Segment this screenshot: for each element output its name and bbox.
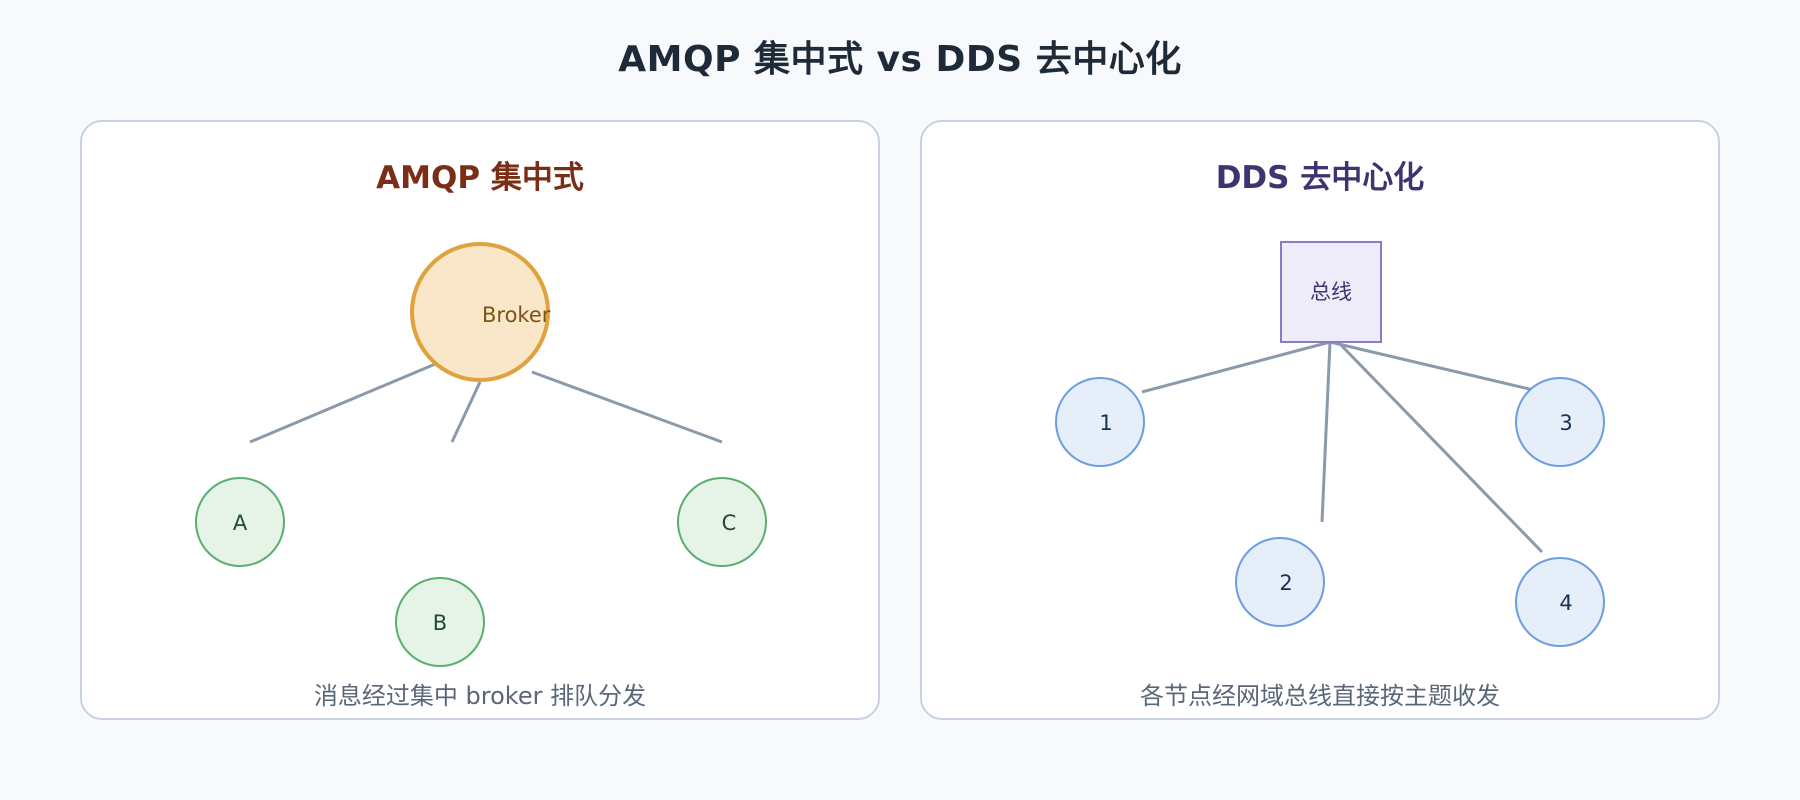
- edge-bus-1: [1141, 340, 1331, 394]
- amqp-caption: 消息经过集中 broker 排队分发: [313, 682, 647, 710]
- participant-1-circle: [1055, 377, 1145, 467]
- bus-label: 总线: [1310, 280, 1352, 304]
- dds-caption: 各节点经网域总线直接按主题收发: [1140, 682, 1500, 710]
- amqp-panel-title: AMQP 集中式: [376, 160, 584, 196]
- participant-2-label: 2: [1279, 571, 1292, 595]
- dds-panel: DDS 去中心化 总线 1 2 3: [920, 120, 1720, 720]
- participant-node-3: 3: [1515, 377, 1605, 467]
- participant-node-1: 1: [1055, 377, 1145, 467]
- participant-2-circle: [1235, 537, 1325, 627]
- participant-3-label: 3: [1559, 411, 1572, 435]
- amqp-panel: AMQP 集中式 Broker A B C: [80, 120, 880, 720]
- client-b-label: B: [433, 611, 447, 635]
- dds-diagram: 总线 1 2 3 4: [1055, 241, 1605, 647]
- participant-1-label: 1: [1099, 411, 1112, 435]
- edge-broker-a: [249, 360, 441, 444]
- edge-bus-2: [1320, 341, 1332, 523]
- bus-rect: [1280, 241, 1382, 343]
- client-a-circle: [195, 477, 285, 567]
- participant-node-2: 2: [1235, 537, 1325, 627]
- client-node-b: B: [395, 577, 485, 667]
- broker-node: Broker: [410, 242, 551, 382]
- edge-broker-b: [450, 381, 482, 443]
- client-node-a: A: [195, 477, 285, 567]
- client-c-label: C: [722, 511, 737, 535]
- edge-bus-4: [1338, 342, 1544, 554]
- client-c-circle: [677, 477, 767, 567]
- client-b-circle: [395, 577, 485, 667]
- bus-node: 总线: [1280, 241, 1382, 343]
- edge-bus-3: [1329, 340, 1543, 394]
- participant-3-circle: [1515, 377, 1605, 467]
- dds-panel-title: DDS 去中心化: [1215, 160, 1425, 196]
- participant-node-4: 4: [1515, 557, 1605, 647]
- edge-broker-c: [531, 370, 723, 444]
- participant-4-label: 4: [1559, 591, 1572, 615]
- client-node-c: C: [677, 477, 767, 567]
- broker-label: Broker: [482, 303, 551, 327]
- client-a-label: A: [233, 511, 248, 535]
- broker-circle: [410, 242, 550, 382]
- amqp-diagram: Broker A B C: [195, 242, 767, 667]
- page-title: AMQP 集中式 vs DDS 去中心化: [618, 39, 1182, 80]
- participant-4-circle: [1515, 557, 1605, 647]
